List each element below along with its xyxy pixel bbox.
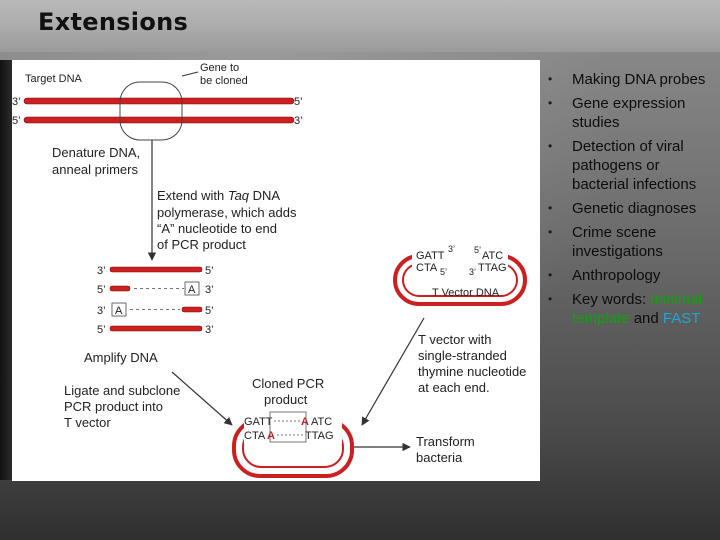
t-vector-gap <box>412 245 508 275</box>
bullet-item: Making DNA probes <box>544 70 714 89</box>
extend-line4: of PCR product <box>157 237 246 252</box>
clone-a-bottom: A <box>267 430 275 442</box>
diagram-svg: Target DNA Gene to be cloned 3’ 5’ 5’ 3’… <box>12 62 527 478</box>
prime-3-bottom-right: 3’ <box>294 115 303 127</box>
vector-bottom-right-seq: TTAG <box>478 262 507 274</box>
keyword-minimal: minimal <box>650 291 703 308</box>
bullet-item: Gene expression studies <box>544 94 714 132</box>
vector-prime-3-b: 3’ <box>469 267 476 277</box>
pcr-strand-4 <box>109 325 203 332</box>
slide-title: Extensions <box>38 8 189 36</box>
gene-pointer-line <box>181 71 199 77</box>
extend-line1: Extend with Taq DNA <box>157 188 280 203</box>
clone-a-top: A <box>301 416 309 428</box>
clone-bottom-left-seq: CTA <box>244 430 266 442</box>
pcr-prime-5-a: 5’ <box>205 265 214 277</box>
a-nucleotide-right: A <box>188 284 196 296</box>
pcr-prime-5-d: 5’ <box>97 324 106 336</box>
a-nucleotide-left: A <box>115 305 123 317</box>
extend-line2: polymerase, which adds <box>157 205 297 220</box>
keywords-join: and <box>629 310 663 327</box>
gene-label-line2: be cloned <box>200 75 248 87</box>
clone-top-right-seq: ATC <box>311 416 332 428</box>
transform-line2: bacteria <box>416 450 463 465</box>
cloned-vector-gap <box>244 412 342 444</box>
pcr-prime-3-c: 3’ <box>97 305 106 317</box>
pcr-strand-1 <box>109 266 203 273</box>
vector-top-right-seq: ATC <box>482 250 503 262</box>
applications-list: Making DNA probes Gene expression studie… <box>544 70 714 333</box>
t-vector-with-line3: thymine nucleotide <box>418 364 526 379</box>
pcr-prime-3-a: 3’ <box>97 265 106 277</box>
target-dna-label: Target DNA <box>25 73 83 85</box>
denature-line1: Denature DNA, <box>52 145 140 160</box>
gene-label-line1: Gene to <box>200 62 239 74</box>
amplify-label: Amplify DNA <box>84 350 158 365</box>
pcr-prime-5-c: 5’ <box>205 305 214 317</box>
bullet-item: Detection of viral pathogens or bacteria… <box>544 137 714 194</box>
prime-3-top-left: 3’ <box>12 96 21 108</box>
title-band <box>0 0 720 52</box>
a-box-right <box>184 281 200 296</box>
clone-insert-box <box>269 411 307 443</box>
pcr-strand-2-primer <box>109 285 131 292</box>
arrow-to-clone-left <box>171 371 233 426</box>
t-vector-with-line4: at each end. <box>418 380 490 395</box>
cloned-pcr-line1: Cloned PCR <box>252 376 324 391</box>
bullet-item-keywords: Key words: minimal template and FAST <box>544 290 714 328</box>
cloned-pcr-line2: product <box>264 392 308 407</box>
gene-highlight-loop <box>119 81 183 141</box>
vector-prime-3-a: 3’ <box>448 244 455 254</box>
pcr-strand-3-primer <box>181 306 203 313</box>
bullet-item: Genetic diagnoses <box>544 199 714 218</box>
t-vector-dna-label: T Vector DNA <box>432 287 500 299</box>
vector-prime-5-b: 5’ <box>474 245 481 255</box>
ligate-line2: PCR product into <box>64 399 163 414</box>
pcr-cloning-diagram: Target DNA Gene to be cloned 3’ 5’ 5’ 3’… <box>12 60 540 481</box>
vector-prime-5-a: 5’ <box>440 267 447 277</box>
pcr-prime-5-b: 5’ <box>97 284 106 296</box>
prime-5-bottom-left: 5’ <box>12 115 21 127</box>
pcr-prime-3-b: 3’ <box>205 284 214 296</box>
prime-5-top-right: 5’ <box>294 96 303 108</box>
t-vector-with-line2: single-stranded <box>418 348 507 363</box>
left-frame-edge <box>0 60 14 480</box>
ligate-line3: T vector <box>64 415 111 430</box>
vector-top-left-seq: GATT <box>416 250 445 262</box>
clone-bottom-right-seq: TTAG <box>305 430 334 442</box>
transform-line1: Transform <box>416 434 475 449</box>
target-top-strand <box>23 97 295 105</box>
bullet-item: Crime scene investigations <box>544 223 714 261</box>
a-box-left <box>111 302 127 317</box>
keyword-fast: FAST <box>662 310 701 327</box>
denature-line2: anneal primers <box>52 162 138 177</box>
bullet-item: Anthropology <box>544 266 714 285</box>
keywords-lead: Key words: <box>572 291 651 308</box>
pcr-prime-3-d: 3’ <box>205 324 214 336</box>
t-vector-with-line1: T vector with <box>418 332 491 347</box>
clone-top-left-seq: GATT <box>244 416 273 428</box>
ligate-line1: Ligate and subclone <box>64 383 180 398</box>
extend-line3: “A” nucleotide to end <box>157 221 277 236</box>
arrow-to-clone-right <box>361 317 425 426</box>
keyword-template: template <box>572 310 630 327</box>
vector-bottom-left-seq: CTA <box>416 262 438 274</box>
target-bottom-strand <box>23 116 295 124</box>
